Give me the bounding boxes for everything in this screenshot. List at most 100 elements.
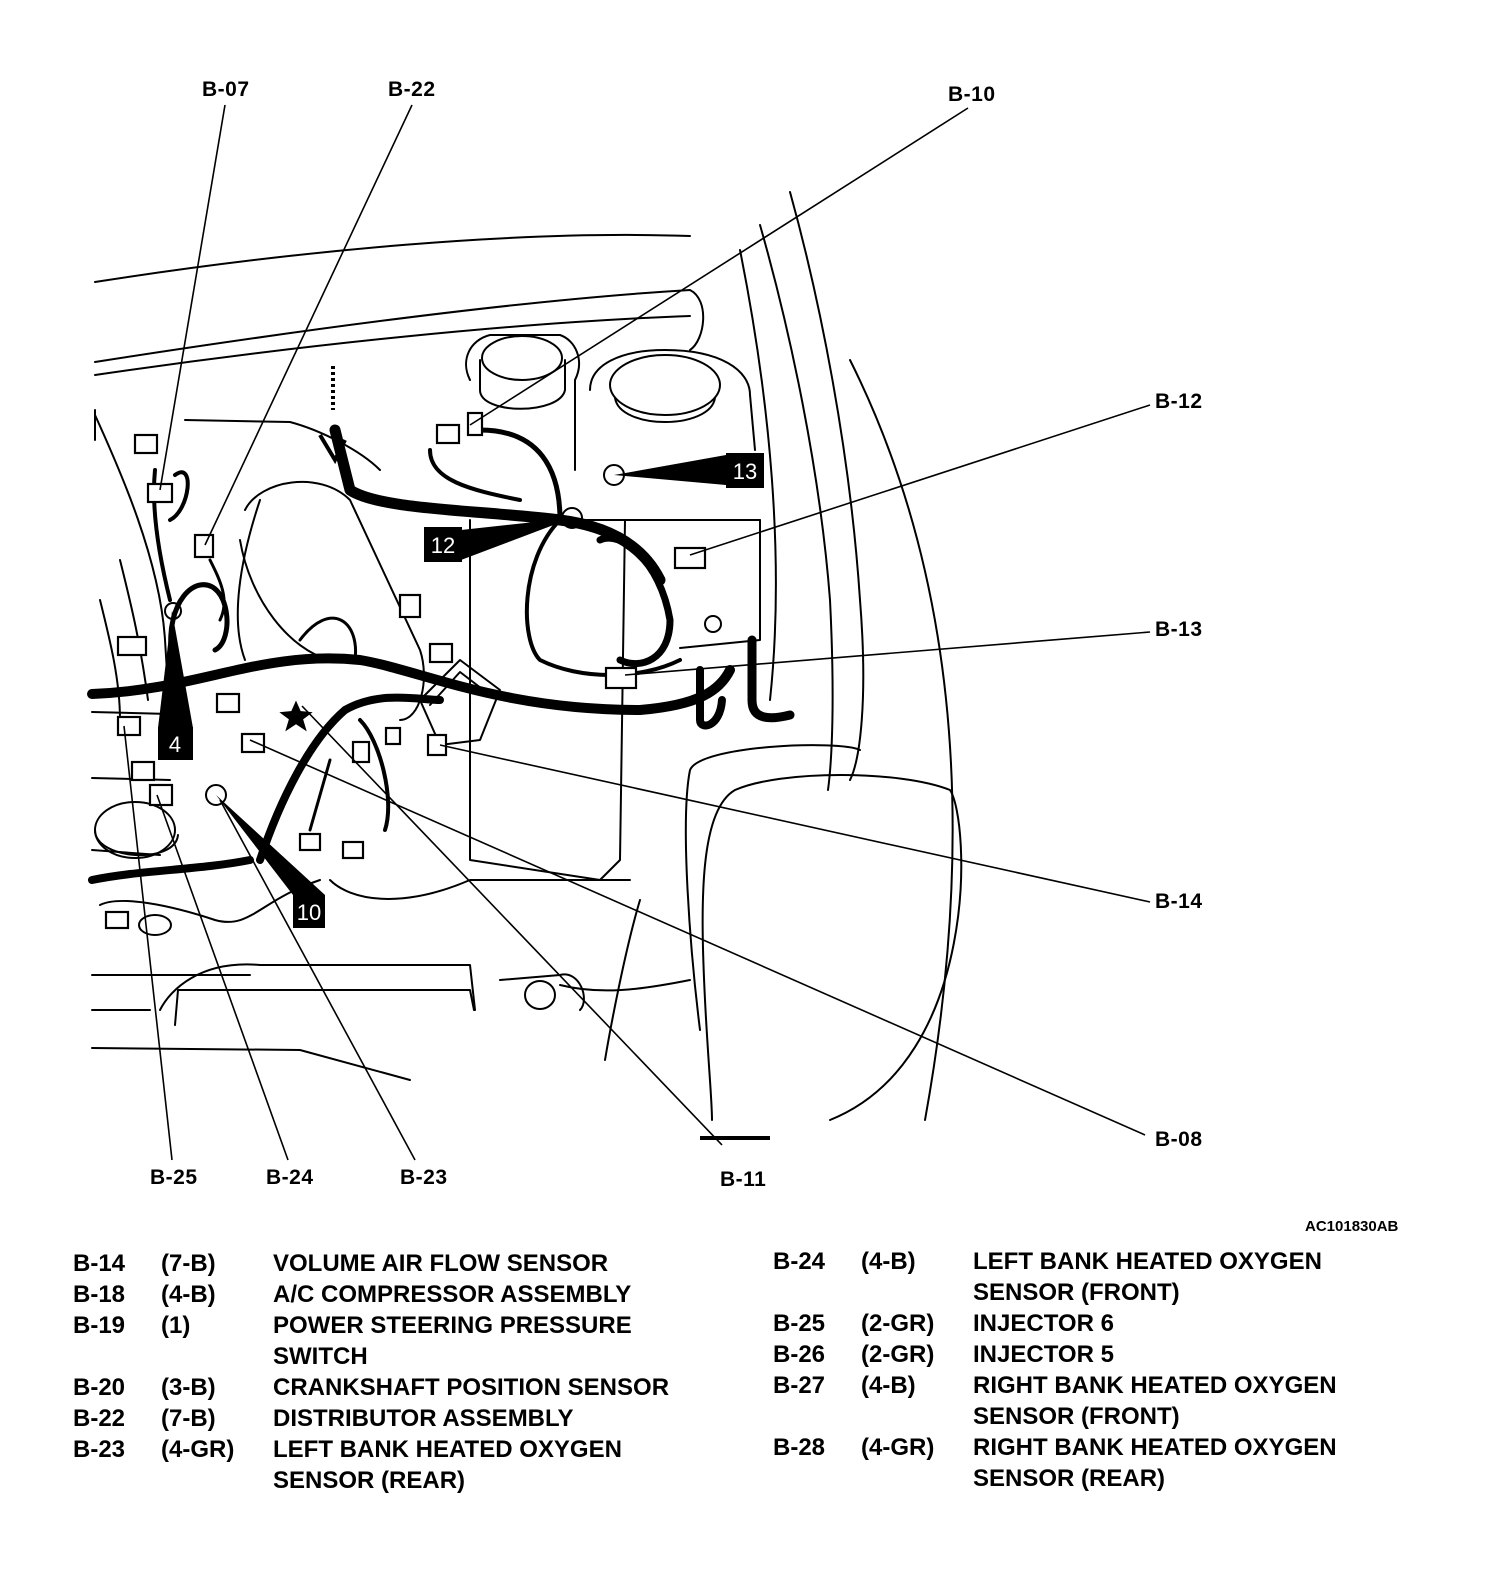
intake-duct (244, 480, 425, 721)
leader-b25 (123, 725, 173, 1161)
connector-b22 (193, 533, 215, 559)
legend-connector: (7-B) (161, 1250, 216, 1277)
legend-description: SWITCH (273, 1343, 368, 1370)
wedge-13 (614, 455, 726, 485)
callout-b22: B-22 (388, 78, 436, 101)
fender-outer (849, 359, 954, 1121)
reservoir-cap-right (609, 354, 721, 416)
callout-b08: B-08 (1155, 1128, 1203, 1151)
legend-code: B-18 (73, 1281, 126, 1308)
badge-10-label: 10 (297, 900, 321, 925)
callout-b12: B-12 (1155, 390, 1203, 413)
legend-description: SENSOR (REAR) (273, 1467, 466, 1494)
connector-b07 (133, 433, 159, 455)
reservoir-body-left (465, 334, 580, 471)
ground-eye-lower (138, 914, 172, 936)
cowl-line (94, 233, 691, 283)
legend-code: B-24 (773, 1248, 826, 1275)
badge-13-label: 13 (733, 459, 757, 484)
callout-b13: B-13 (1155, 618, 1203, 641)
harness-branch-low (256, 693, 444, 864)
harness-branch-upper (329, 424, 666, 586)
legend-description: LEFT BANK HEATED OXYGEN (273, 1436, 622, 1463)
fender-edge (759, 224, 834, 791)
connector-b10 (435, 423, 461, 445)
legend-connector: (4-B) (861, 1372, 916, 1399)
legend-description: CRANKSHAFT POSITION SENSOR (273, 1374, 670, 1401)
engine-outline-left (94, 414, 171, 721)
lower-panel (159, 963, 476, 1011)
connector-b07b (146, 482, 174, 504)
legend-code: B-19 (73, 1312, 126, 1339)
callout-b23: B-23 (400, 1166, 448, 1189)
legend-description: VOLUME AIR FLOW SENSOR (273, 1250, 609, 1277)
legend-connector: (4-B) (861, 1248, 916, 1275)
figure-id: AC101830AB (1305, 1218, 1399, 1235)
legend-description: SENSOR (REAR) (973, 1465, 1166, 1492)
legend-connector: (2-GR) (861, 1341, 935, 1368)
leader-b13 (624, 631, 1151, 676)
badge-4 (158, 727, 193, 760)
legend-description: INJECTOR 6 (973, 1310, 1114, 1337)
legend-description: SENSOR (FRONT) (973, 1403, 1180, 1430)
wedge-4 (158, 611, 193, 728)
leader-b22 (204, 104, 413, 546)
legend-connector: (4-B) (161, 1281, 216, 1308)
connector-b25 (116, 715, 142, 737)
legend-description: INJECTOR 5 (973, 1341, 1114, 1368)
leader-b12 (689, 404, 1151, 556)
callout-b11: B-11 (720, 1168, 767, 1191)
connector-b13 (604, 666, 638, 690)
cowl-top (94, 289, 705, 363)
fender-panel (789, 191, 865, 781)
wedge-10 (216, 795, 325, 895)
legend-connector: (4-GR) (861, 1434, 935, 1461)
legend-code: B-25 (773, 1310, 826, 1337)
legend-description: SENSOR (FRONT) (973, 1279, 1180, 1306)
hose-right (747, 635, 795, 723)
legend-description: RIGHT BANK HEATED OXYGEN (973, 1434, 1337, 1461)
leader-b24 (156, 794, 289, 1161)
legend-description: DISTRIBUTOR ASSEMBLY (273, 1405, 574, 1432)
strut-tower (739, 249, 777, 701)
callout-b14: B-14 (1155, 890, 1203, 913)
callout-b10: B-10 (948, 83, 996, 106)
leader-b10 (469, 107, 969, 426)
legend-code: B-23 (73, 1436, 126, 1463)
leader-b07 (159, 104, 226, 491)
connector-b14 (426, 733, 448, 757)
badge-13 (726, 453, 764, 488)
leader-b14 (439, 744, 1151, 903)
legend-connector: (3-B) (161, 1374, 216, 1401)
badge-10 (293, 895, 325, 928)
badge-12 (424, 527, 462, 562)
legend-code: B-20 (73, 1374, 126, 1401)
ground-eye-12 (561, 507, 583, 529)
legend-description: A/C COMPRESSOR ASSEMBLY (273, 1281, 632, 1308)
legend-description: LEFT BANK HEATED OXYGEN (973, 1248, 1322, 1275)
wedge-12 (461, 518, 572, 560)
star-mark (279, 700, 313, 732)
connector-b24 (148, 783, 174, 807)
legend-description: POWER STEERING PRESSURE (273, 1312, 632, 1339)
legend-connector: (7-B) (161, 1405, 216, 1432)
leader-b08 (249, 739, 1146, 1136)
callout-b24: B-24 (266, 1166, 314, 1189)
ground-eye-10 (205, 784, 227, 806)
legend-code: B-27 (773, 1372, 826, 1399)
wheelhouse (701, 774, 963, 1121)
callout-b07: B-07 (202, 78, 250, 101)
legend-code: B-22 (73, 1405, 126, 1432)
legend-connector: (1) (161, 1312, 191, 1339)
badge-12-label: 12 (431, 533, 455, 558)
reservoir-body-right (589, 349, 756, 451)
legend-connector: (4-GR) (161, 1436, 235, 1463)
legend-code: B-28 (773, 1434, 826, 1461)
main-harness (87, 653, 735, 715)
leader-b11 (301, 705, 723, 1146)
connector-b08 (240, 732, 266, 754)
engine-harness-diagram: 4 10 12 13 (87, 104, 1151, 1161)
legend-description: RIGHT BANK HEATED OXYGEN (973, 1372, 1337, 1399)
badge-4-label: 4 (169, 732, 181, 757)
legend-code: B-26 (773, 1341, 826, 1368)
